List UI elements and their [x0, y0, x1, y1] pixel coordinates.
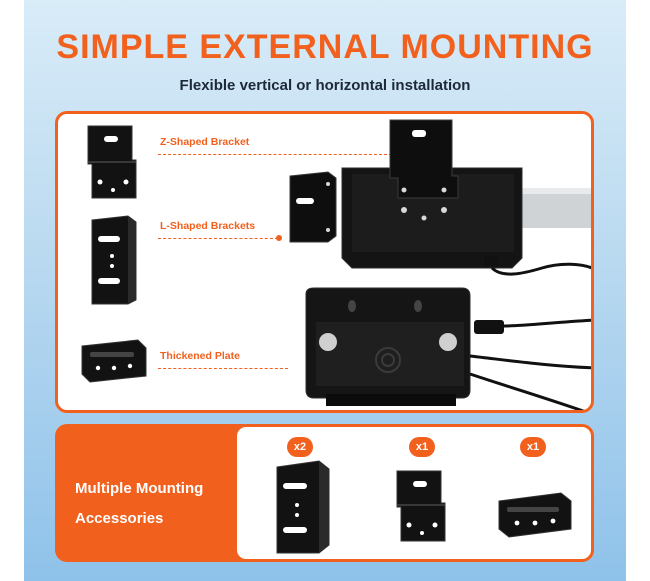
controller-with-plate-image: [305, 287, 591, 410]
left-margin: [0, 0, 24, 581]
thickened-plate-image: [81, 339, 147, 383]
z-bracket-accessory-image: [396, 470, 446, 542]
leader-line: [158, 368, 288, 369]
callout-thickened-plate: Thickened Plate: [160, 350, 240, 362]
qty-badge-l-bracket: x2: [287, 437, 313, 457]
page-subtitle: Flexible vertical or horizontal installa…: [179, 77, 471, 94]
controller-with-brackets-image: [289, 119, 591, 276]
leader-line: [158, 238, 278, 239]
qty-badge-z-bracket: x1: [409, 437, 435, 457]
qty-badge-plate: x1: [520, 437, 546, 457]
accessories-card: x2 x1 x1: [234, 424, 594, 562]
page-title: SIMPLE EXTERNAL MOUNTING: [56, 28, 594, 66]
callout-l-bracket: L-Shaped Brackets: [160, 220, 256, 232]
leader-line: [158, 154, 392, 155]
callout-z-bracket: Z-Shaped Bracket: [160, 136, 250, 148]
accessories-heading: Multiple Mounting Accessories: [75, 480, 204, 527]
accessories-heading-card: Multiple Mounting Accessories: [55, 424, 255, 562]
installation-panel: Z-Shaped Bracket L-Shaped Brackets Thick…: [55, 111, 594, 413]
l-bracket-image: [91, 215, 137, 305]
right-margin: [626, 0, 650, 581]
plate-accessory-image: [498, 492, 572, 538]
leader-dot: [276, 235, 282, 241]
l-bracket-accessory-image: [276, 460, 330, 554]
z-bracket-image: [87, 125, 137, 199]
